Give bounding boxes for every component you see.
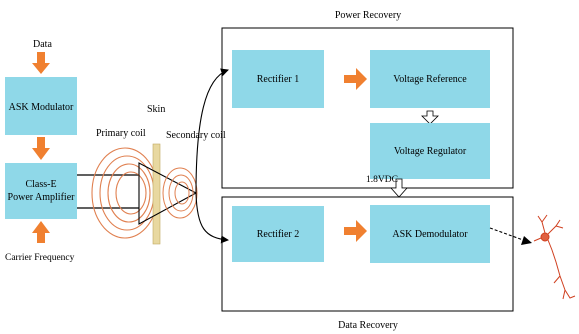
voltage-reference-label: Voltage Reference (393, 74, 467, 85)
primary-coil-label: Primary coil (96, 128, 146, 139)
voltage-reference-block (370, 50, 490, 108)
data-input-arrow (32, 52, 50, 74)
rectifier1-to-vref-arrow (344, 68, 367, 90)
carrier-frequency-label: Carrier Frequency (5, 253, 75, 263)
skin-label: Skin (147, 104, 165, 115)
data-recovery-frame (221, 196, 514, 312)
modulator-to-amplifier-arrow (32, 137, 50, 160)
coil-to-rectifier2-curve (195, 192, 229, 244)
class-e-label-line2: Power Amplifier (8, 192, 76, 203)
data-label: Data (33, 39, 52, 50)
demodulator-output-line (489, 227, 524, 241)
rectifier2-label: Rectifier 2 (257, 229, 299, 240)
class-e-label-line1: Class-E (25, 179, 56, 190)
secondary-coil (162, 167, 198, 219)
vref-to-regulator-arrow (421, 110, 439, 125)
primary-coil (91, 147, 159, 239)
ask-modulator-label: ASK Modulator (9, 102, 74, 113)
regulator-to-demodulator-arrow (390, 178, 408, 198)
rectifier2-to-demodulator-arrow (344, 220, 367, 242)
voltage-regulator-label: Voltage Regulator (394, 146, 467, 157)
coupling-triangle (138, 162, 198, 225)
vdc-label: 1.8VDC (366, 175, 398, 185)
rectifier1-label: Rectifier 1 (257, 74, 299, 85)
demodulator-output-arrowhead (521, 236, 532, 245)
coil-to-rectifier1-curve (195, 68, 229, 194)
ask-modulator-block (5, 77, 77, 135)
rectifier1-block (232, 50, 324, 108)
rectifier2-block (232, 206, 324, 262)
neuron-icon (533, 214, 576, 300)
secondary-coil-label: Secondary coil (166, 130, 226, 141)
carrier-frequency-arrow (32, 221, 50, 243)
ask-demodulator-block (370, 205, 490, 263)
ask-demodulator-label: ASK Demodulator (392, 229, 468, 240)
class-e-amplifier-block (5, 163, 77, 219)
data-recovery-title: Data Recovery (338, 320, 398, 331)
power-recovery-title: Power Recovery (335, 10, 401, 21)
power-recovery-frame (221, 27, 514, 189)
skin-layer (152, 143, 161, 245)
voltage-regulator-block (370, 123, 490, 179)
